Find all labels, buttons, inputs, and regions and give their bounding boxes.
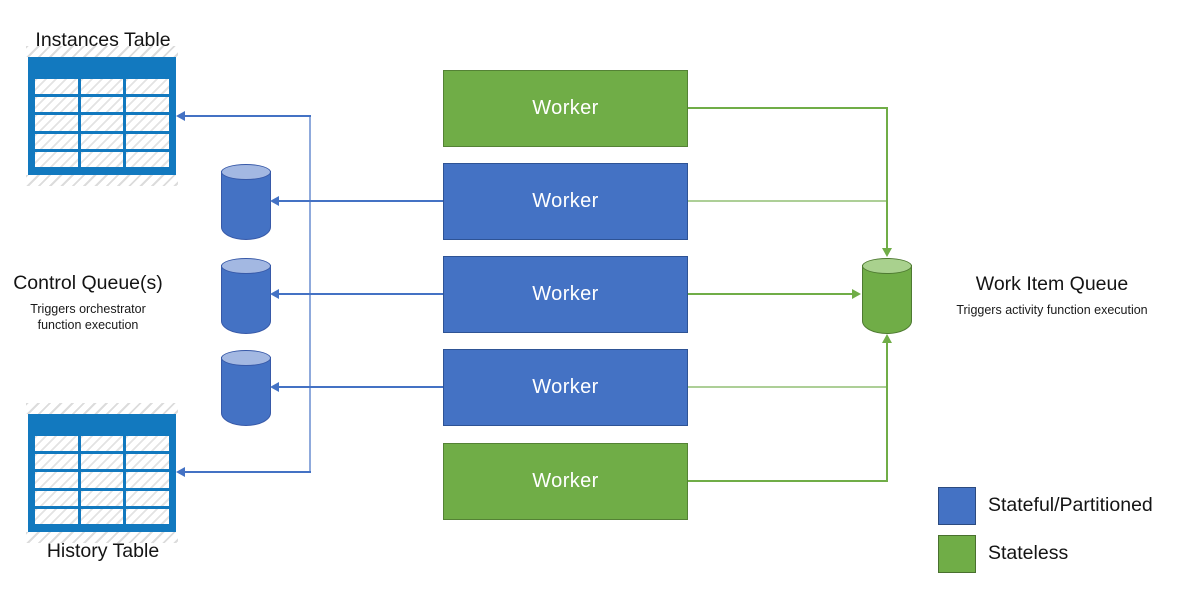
green-vertical-top xyxy=(886,107,888,248)
worker-box-3: Worker xyxy=(443,256,688,333)
arrowhead-to-history-table xyxy=(176,467,185,477)
legend-swatch-stateful xyxy=(938,487,976,525)
connector-worker4-to-queue3 xyxy=(279,386,443,388)
connector-worker2-to-workitem xyxy=(688,200,886,202)
hatch-band xyxy=(26,532,178,543)
connector-worker5-to-workitem xyxy=(688,480,887,482)
hatch-band xyxy=(26,403,178,414)
legend-label-stateful: Stateful/Partitioned xyxy=(988,494,1153,516)
arrowhead-into-workitem-left xyxy=(852,289,861,299)
worker-label: Worker xyxy=(532,97,599,119)
work-item-queue-subtitle: Triggers activity function execution xyxy=(956,303,1148,317)
table-grid-icon xyxy=(28,414,176,532)
worker-box-5: Worker xyxy=(443,443,688,520)
arrowhead-into-workitem-bottom xyxy=(882,334,892,343)
connector-to-instances-table xyxy=(185,115,311,117)
history-table-label: History Table xyxy=(46,540,160,562)
worker-label: Worker xyxy=(532,283,599,305)
connector-to-history-table xyxy=(185,471,311,473)
instances-table-icon xyxy=(26,46,178,186)
control-queue-cylinder-1-icon xyxy=(221,164,271,240)
worker-box-2: Worker xyxy=(443,163,688,240)
arrowhead-worker3-to-queue2 xyxy=(270,289,279,299)
connector-worker2-to-queue1 xyxy=(279,200,443,202)
table-grid-icon xyxy=(28,57,176,175)
worker-box-1: Worker xyxy=(443,70,688,147)
instances-table-label: Instances Table xyxy=(35,29,171,51)
control-queue-subtitle-line2: function execution xyxy=(37,318,139,332)
hatch-band xyxy=(26,46,178,57)
arrowhead-worker4-to-queue3 xyxy=(270,382,279,392)
green-vertical-bottom xyxy=(886,343,888,482)
history-table-icon xyxy=(26,403,178,543)
connector-worker4-to-workitem xyxy=(688,386,886,388)
legend-swatch-stateless xyxy=(938,535,976,573)
connector-worker3-to-queue2 xyxy=(279,293,443,295)
arrowhead-into-workitem-top xyxy=(882,248,892,257)
worker-label: Worker xyxy=(532,190,599,212)
work-item-queue-title: Work Item Queue xyxy=(975,273,1129,295)
hatch-band xyxy=(26,175,178,186)
legend-label-stateless: Stateless xyxy=(988,542,1069,564)
worker-label: Worker xyxy=(532,376,599,398)
control-queue-subtitle-line1: Triggers orchestrator xyxy=(30,302,146,316)
worker-box-4: Worker xyxy=(443,349,688,426)
control-queue-cylinder-3-icon xyxy=(221,350,271,426)
work-item-queue-cylinder-icon xyxy=(862,258,912,334)
control-queue-title: Control Queue(s) xyxy=(13,272,163,294)
connector-worker3-to-workitem xyxy=(688,293,852,295)
connector-worker1-to-workitem xyxy=(688,107,887,109)
arrowhead-worker2-to-queue1 xyxy=(270,196,279,206)
control-queue-cylinder-2-icon xyxy=(221,258,271,334)
control-queue-subtitle: Triggers orchestrator function execution xyxy=(7,301,169,333)
worker-label: Worker xyxy=(532,470,599,492)
arrowhead-to-instances-table xyxy=(176,111,185,121)
